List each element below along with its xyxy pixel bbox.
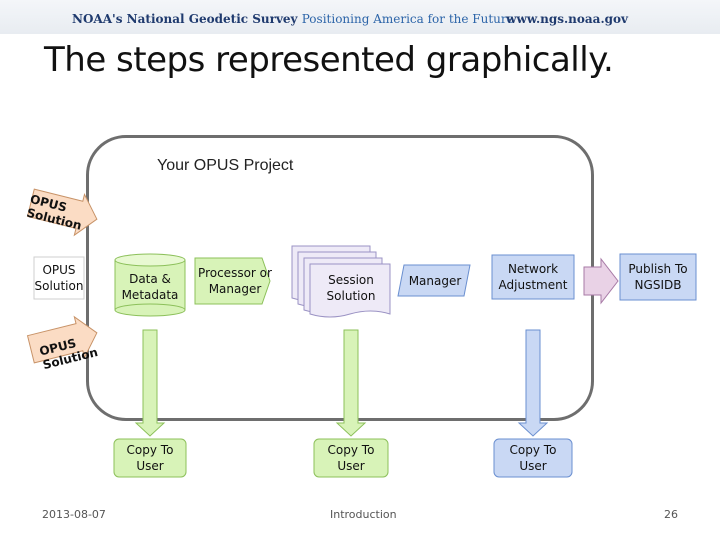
opus-solution-box [33,256,85,300]
incoming-arrow-bottom [26,315,98,364]
manager-shape [397,264,471,297]
agency-tagline: Positioning America for the Future [301,12,514,26]
copy-label-2: Copy To User [327,443,375,473]
down-arrow-2 [335,329,367,437]
agency-website[interactable]: www.ngs.noaa.gov [506,12,628,26]
copy-box-3 [493,438,573,478]
opus-solution-label: OPUS Solution [34,263,84,293]
down-arrow-1 [134,329,166,437]
footer-section: Introduction [330,508,397,521]
processor-manager-label: Processor or Manager [198,266,272,296]
copy-box-1 [113,438,187,478]
data-metadata-cylinder [114,253,186,317]
publish-box [619,253,697,301]
manager-label: Manager [408,273,462,288]
page-number: 26 [664,508,678,521]
publish-label: Publish To NGSIDB [628,262,688,292]
session-solution-stack [291,245,391,318]
session-solution-label: Session Solution [326,273,376,303]
copy-label-1: Copy To User [126,443,174,473]
slide-title: The steps represented graphically. [44,40,614,80]
network-adjustment-box [491,254,575,300]
project-label: Your OPUS Project [157,157,294,174]
agency-name: NOAA's National Geodetic Survey [72,12,298,26]
header-banner: NOAA's National Geodetic Survey Position… [0,0,720,34]
network-adjustment-label: Network Adjustment [498,262,568,292]
down-arrow-3 [517,329,549,437]
header-agency-line: NOAA's National Geodetic Survey Position… [72,12,514,26]
copy-label-3: Copy To User [509,443,557,473]
copy-box-2 [313,438,389,478]
incoming-arrow-top [26,188,98,237]
publish-arrow [583,257,619,305]
data-metadata-label: Data & Metadata [121,272,179,302]
footer-date: 2013-08-07 [42,508,106,521]
processor-manager-shape [194,257,271,305]
